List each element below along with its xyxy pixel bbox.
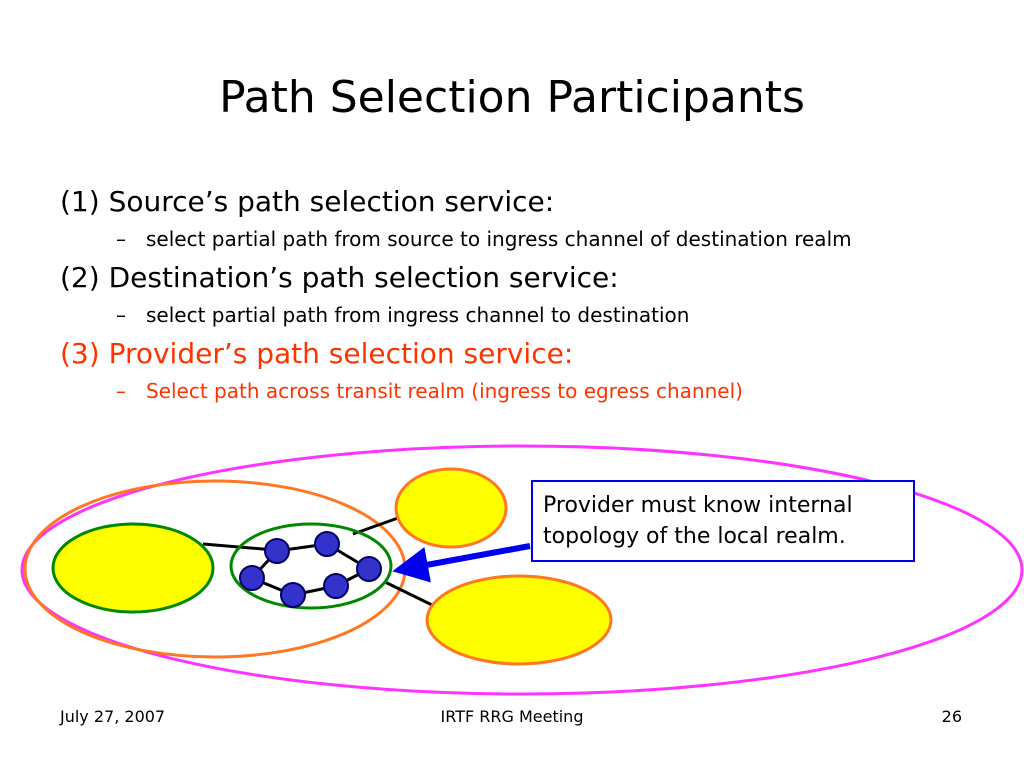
link-line	[384, 580, 433, 607]
link-line	[352, 516, 399, 536]
bullet-destination-service: (2) Destination’s path selection service…	[60, 261, 619, 294]
destination-realm-ellipse	[394, 467, 508, 549]
callout-box: Provider must know internal topology of …	[531, 480, 915, 562]
router-node	[264, 538, 290, 564]
sub-bullet-text: Select path across transit realm (ingres…	[146, 379, 743, 403]
footer-meeting: IRTF RRG Meeting	[440, 707, 584, 726]
sub-bullet-text: select partial path from ingress channel…	[146, 303, 690, 327]
callout-arrow	[392, 543, 531, 583]
transit-realm-ellipse	[229, 522, 393, 610]
sub-bullet-text: select partial path from source to ingre…	[146, 227, 852, 251]
router-node	[314, 531, 340, 557]
slide-title: Path Selection Participants	[219, 72, 805, 123]
bullet-list: (1) Source’s path selection service: –se…	[60, 183, 1020, 411]
sub-bullet-destination-service: –select partial path from ingress channe…	[116, 301, 1020, 329]
router-node	[280, 582, 306, 608]
router-node	[323, 573, 349, 599]
router-node	[356, 556, 382, 582]
outer-realm-ellipse	[20, 444, 1024, 696]
bullet-source-service: (1) Source’s path selection service:	[60, 185, 555, 218]
sub-bullet-source-service: –select partial path from source to ingr…	[116, 225, 1020, 253]
sub-bullet-provider-service: –Select path across transit realm (ingre…	[116, 377, 1020, 405]
router-node	[239, 565, 265, 591]
dash-glyph: –	[116, 227, 126, 251]
dash-glyph: –	[116, 379, 126, 403]
source-realm-ellipse	[51, 522, 215, 614]
bullet-provider-service: (3) Provider’s path selection service:	[60, 337, 574, 370]
footer-page-number: 26	[941, 707, 962, 726]
dash-glyph: –	[116, 303, 126, 327]
egress-realm-ellipse	[425, 574, 613, 666]
router-nodes	[239, 531, 382, 608]
footer-date: July 27, 2007	[60, 707, 166, 726]
